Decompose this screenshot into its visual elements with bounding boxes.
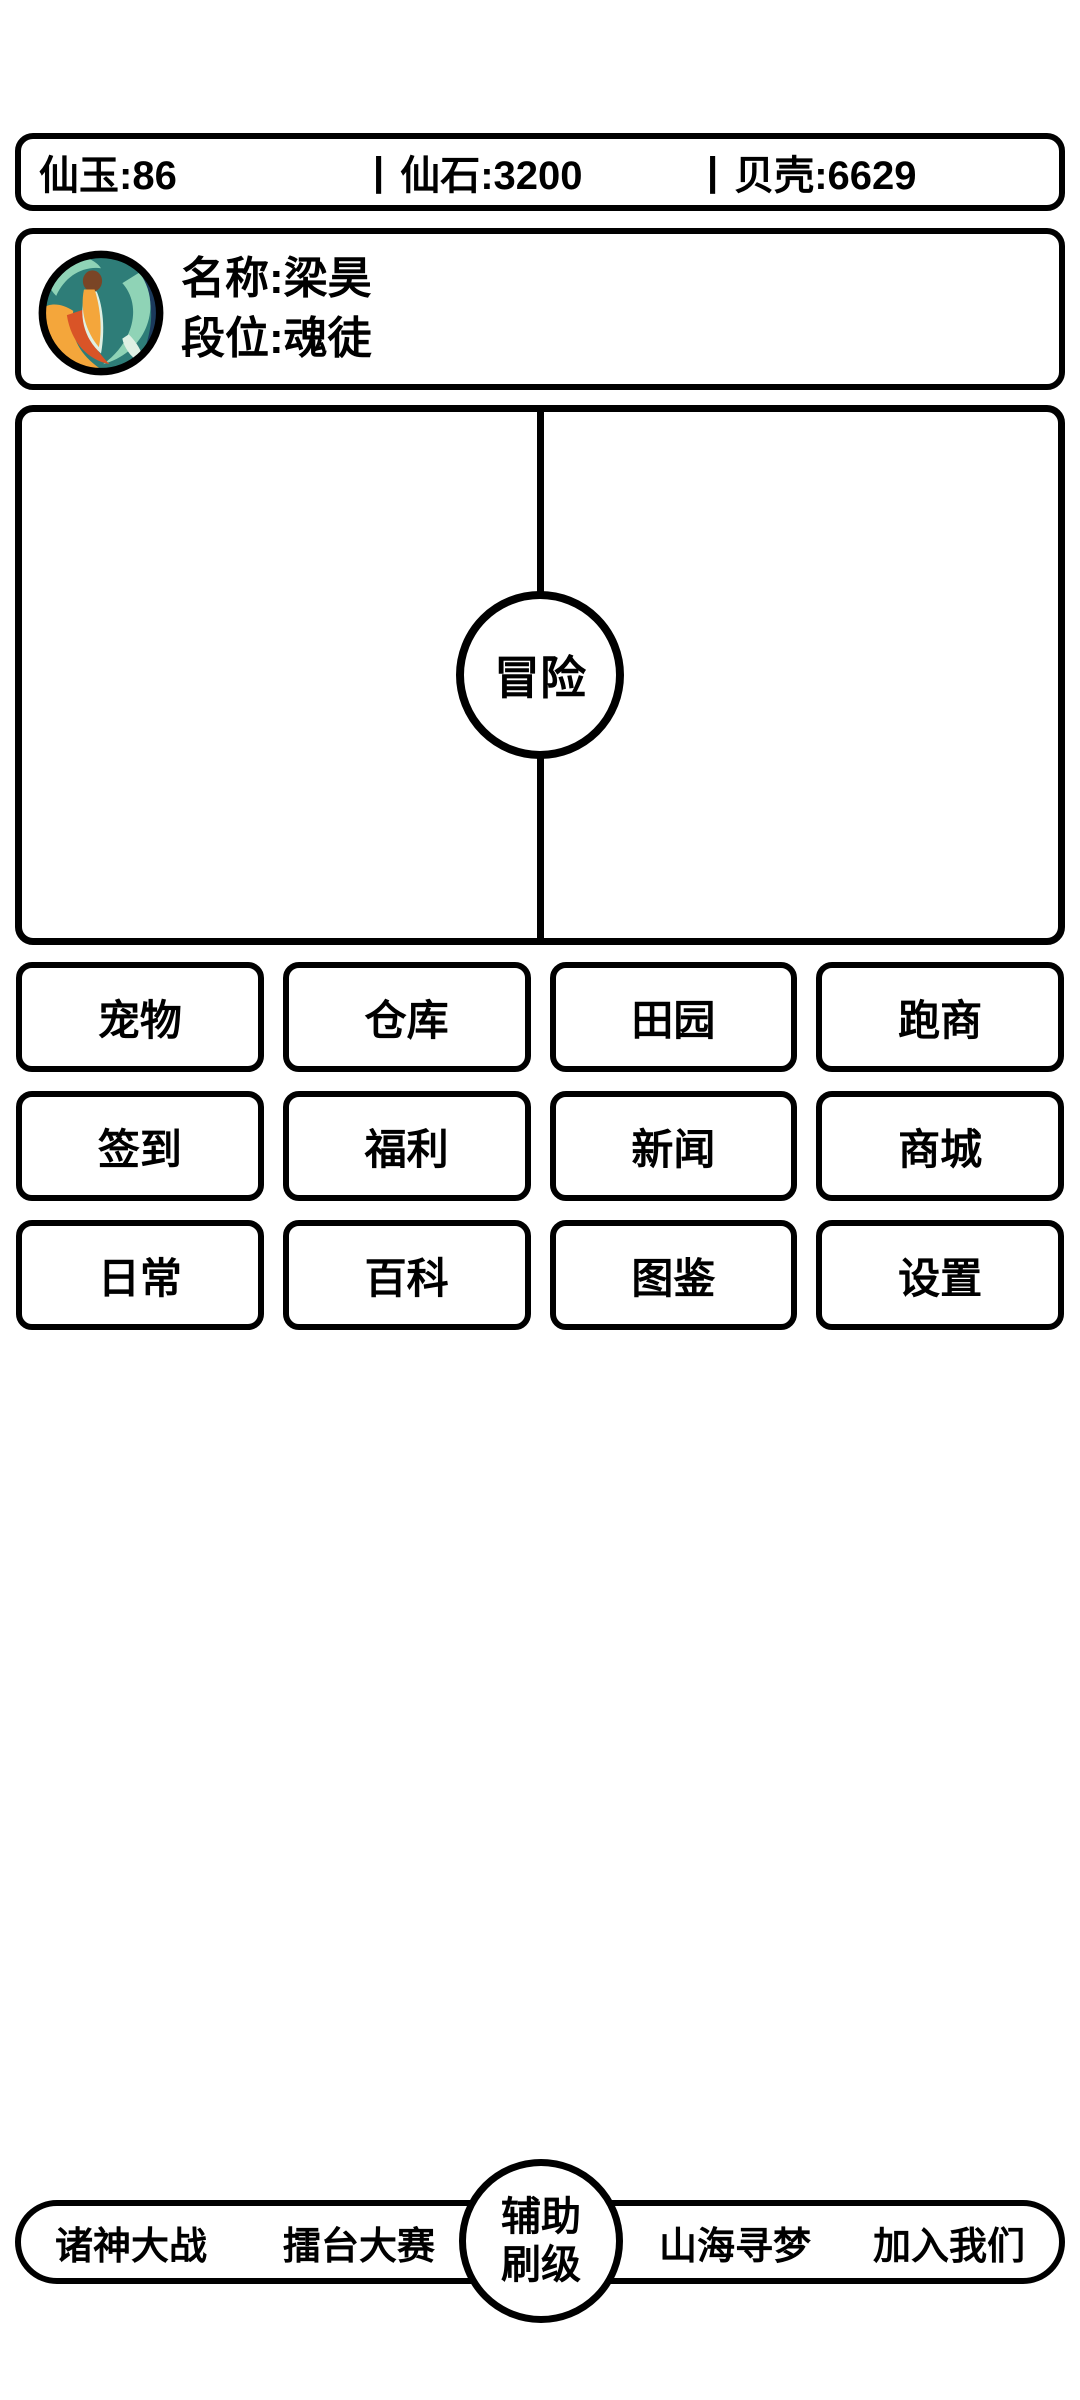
menu-button-label: 跑商 bbox=[898, 996, 983, 1044]
currency-xianyu-text: 仙玉:86 bbox=[39, 154, 177, 198]
assist-leveling-label-line1: 辅助 bbox=[501, 2195, 581, 2239]
menu-button-label: 宠物 bbox=[97, 996, 182, 1044]
assist-leveling-label-line2: 刷级 bbox=[501, 2243, 581, 2287]
menu-button-news[interactable]: 新闻 bbox=[549, 1091, 798, 1201]
player-rank: 段位:魂徒 bbox=[181, 314, 372, 363]
menu-button-wiki[interactable]: 百科 bbox=[282, 1220, 531, 1330]
currency-bar: 仙玉:86 | 仙石:3200 | 贝壳:6629 bbox=[15, 133, 1065, 211]
menu-button-welfare[interactable]: 福利 bbox=[282, 1091, 531, 1201]
menu-button-label: 设置 bbox=[898, 1254, 983, 1302]
menu-button-settings[interactable]: 设置 bbox=[816, 1220, 1064, 1330]
bottom-nav-right-group: 山海寻梦 加入我们 bbox=[619, 2206, 1059, 2278]
bottom-nav-shanhai-dream[interactable]: 山海寻梦 bbox=[659, 2225, 812, 2268]
bottom-nav-arena-tournament[interactable]: 擂台大赛 bbox=[282, 2225, 435, 2268]
menu-button-label: 签到 bbox=[97, 1125, 182, 1173]
currency-xianyu: 仙玉:86 bbox=[39, 143, 373, 201]
menu-grid: 宠物 仓库 田园 跑商 签到 福利 新闻 商城 日常 百科 图鉴 设置 bbox=[16, 962, 1064, 1330]
menu-button-pets[interactable]: 宠物 bbox=[16, 962, 264, 1072]
currency-xianshi: | 仙石:3200 bbox=[373, 143, 707, 201]
profile-card[interactable]: 名称:梁昊 段位:魂徒 bbox=[15, 228, 1065, 390]
profile-info: 名称:梁昊 段位:魂徒 bbox=[181, 234, 372, 384]
adventure-button[interactable]: 冒险 bbox=[456, 591, 624, 759]
menu-button-warehouse[interactable]: 仓库 bbox=[282, 962, 531, 1072]
currency-beike: | 贝壳:6629 bbox=[707, 143, 1041, 201]
menu-button-garden[interactable]: 田园 bbox=[549, 962, 798, 1072]
menu-button-label: 田园 bbox=[631, 996, 716, 1044]
menu-button-label: 新闻 bbox=[631, 1125, 716, 1173]
menu-button-label: 仓库 bbox=[364, 996, 449, 1044]
currency-separator: | bbox=[707, 149, 719, 194]
menu-button-label: 图鉴 bbox=[631, 1254, 716, 1302]
menu-button-label: 商城 bbox=[898, 1125, 983, 1173]
currency-xianshi-text: 仙石:3200 bbox=[400, 154, 583, 198]
menu-button-mall[interactable]: 商城 bbox=[816, 1091, 1064, 1201]
bottom-nav-left-group: 诸神大战 擂台大赛 bbox=[21, 2206, 461, 2278]
player-name: 名称:梁昊 bbox=[181, 254, 372, 303]
menu-button-daily[interactable]: 日常 bbox=[16, 1220, 264, 1330]
menu-button-trading[interactable]: 跑商 bbox=[816, 962, 1064, 1072]
bottom-nav-gods-war[interactable]: 诸神大战 bbox=[55, 2225, 208, 2268]
menu-button-label: 日常 bbox=[97, 1254, 182, 1302]
adventure-button-label: 冒险 bbox=[494, 652, 586, 704]
bottom-nav-join-us[interactable]: 加入我们 bbox=[872, 2225, 1025, 2268]
assist-leveling-button[interactable]: 辅助 刷级 bbox=[459, 2159, 623, 2323]
adventure-panel: 冒险 bbox=[15, 405, 1065, 945]
currency-separator: | bbox=[373, 149, 385, 194]
menu-button-checkin[interactable]: 签到 bbox=[16, 1091, 264, 1201]
player-avatar bbox=[38, 250, 164, 376]
menu-button-label: 百科 bbox=[364, 1254, 449, 1302]
menu-button-collection[interactable]: 图鉴 bbox=[549, 1220, 798, 1330]
menu-button-label: 福利 bbox=[364, 1125, 449, 1173]
currency-beike-text: 贝壳:6629 bbox=[734, 154, 917, 198]
